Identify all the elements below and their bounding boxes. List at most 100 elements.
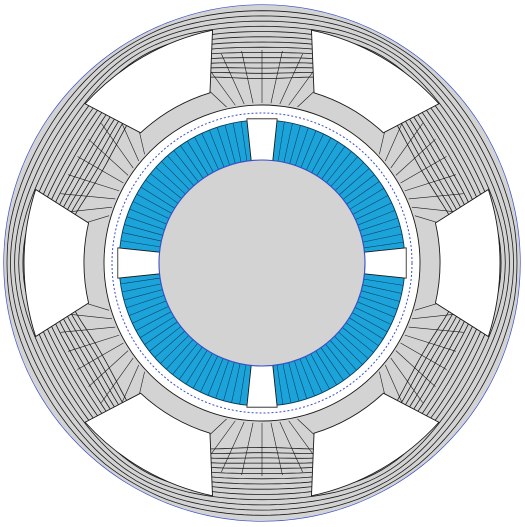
- magnet-flux-line: [231, 363, 241, 403]
- magnet-flux-line: [136, 193, 172, 214]
- tooth-flux-line: [390, 357, 423, 403]
- flux-line: [10, 15, 514, 511]
- flux-line: [14, 20, 510, 506]
- magnet-flux-line: [363, 241, 404, 249]
- magnet-flux-line: [315, 350, 337, 386]
- magnet-flux-line: [299, 358, 315, 397]
- magnet-ring: [117, 118, 407, 408]
- magnet-flux-line: [339, 168, 370, 196]
- magnet-flux-line: [326, 151, 352, 183]
- flux-line: [6, 10, 518, 516]
- magnet-flux-line: [224, 124, 236, 164]
- magnet-flux-line: [361, 290, 400, 302]
- magnet-flux-line: [192, 353, 213, 389]
- stator-slot: [84, 392, 213, 497]
- stator-slot: [23, 188, 90, 338]
- stator-slot: [311, 392, 440, 497]
- magnet-flux-line: [207, 358, 224, 396]
- tooth-flux-line: [404, 174, 456, 192]
- magnet-flux-line: [201, 133, 219, 170]
- tooth-flux-line: [77, 342, 124, 370]
- magnet-flux-line: [352, 312, 388, 333]
- magnet-flux-line: [325, 343, 351, 376]
- magnet-flux-line: [354, 307, 392, 325]
- magnet-flux-line: [362, 233, 403, 243]
- magnet-flux-line: [310, 353, 330, 390]
- magnet-flux-line: [345, 322, 379, 347]
- tooth-flux-line: [395, 350, 436, 387]
- air-gap-band: [111, 112, 413, 414]
- magnet-flux-line: [126, 295, 165, 309]
- tooth-flux-line: [279, 421, 303, 473]
- flux-line: [22, 31, 502, 495]
- magnet-flux-line: [294, 360, 308, 399]
- magnet-flux-line: [334, 336, 363, 365]
- magnet-flux-line: [305, 356, 323, 393]
- tooth-flux-line: [101, 123, 134, 169]
- tooth-flux-line: [270, 422, 283, 476]
- magnet-flux-line: [166, 339, 194, 370]
- magnet-flux-line: [223, 362, 235, 401]
- magnet-flux-line: [338, 331, 369, 359]
- tooth-flux-line: [390, 123, 423, 169]
- magnet-flux-line: [124, 224, 163, 236]
- magnet-flux-line: [321, 146, 346, 180]
- magnet-flux-line: [239, 364, 247, 405]
- magnet-flux-line: [282, 363, 292, 404]
- tooth-flux-line: [400, 156, 447, 184]
- magnet-flux-line: [362, 284, 402, 294]
- rotor-core: [158, 159, 366, 367]
- magnet-flux-line: [349, 188, 385, 210]
- magnet-flux-line: [363, 278, 404, 286]
- magnet-flux-line: [209, 129, 225, 168]
- magnet-flux-line: [161, 161, 190, 190]
- magnet-flux-line: [160, 335, 189, 364]
- tooth-flux-line: [400, 342, 447, 370]
- magnet-flux-line: [180, 145, 204, 179]
- magnet-flux-line: [316, 141, 339, 176]
- magnet-gap: [246, 365, 278, 408]
- magnet-flux-line: [140, 186, 175, 209]
- magnet-flux-line: [240, 121, 248, 162]
- magnet-gap: [246, 118, 278, 161]
- magnet-gap: [364, 247, 407, 279]
- magnet-flux-line: [121, 283, 162, 293]
- tooth-flux-line: [60, 193, 116, 200]
- magnet-flux-line: [139, 316, 175, 338]
- magnet-flux-line: [357, 301, 395, 318]
- tooth-flux-line: [279, 53, 303, 105]
- magnet-flux-line: [359, 217, 398, 231]
- stator-slot: [84, 29, 213, 134]
- magnet-flux-line: [335, 162, 364, 191]
- tooth-flux-line: [241, 422, 254, 476]
- magnet-flux-line: [167, 155, 195, 186]
- magnet-flux-line: [276, 364, 284, 405]
- tooth-flux-line: [88, 350, 129, 387]
- magnet-flux-line: [355, 202, 392, 220]
- flux-line: [18, 25, 506, 501]
- magnet-flux-line: [277, 121, 285, 162]
- magnet-flux-line: [129, 208, 167, 225]
- tooth-flux-line: [408, 326, 464, 333]
- magnet-flux-line: [320, 347, 344, 381]
- magnet-flux-line: [128, 300, 167, 316]
- magnet-flux-line: [120, 240, 161, 248]
- magnet-flux-line: [187, 140, 209, 176]
- magnet-flux-line: [149, 326, 182, 352]
- magnet-flux-line: [178, 346, 203, 380]
- magnet-flux-line: [357, 210, 396, 226]
- magnet-flux-line: [132, 201, 170, 219]
- magnet-flux-line: [122, 232, 162, 242]
- magnet-flux-line: [144, 321, 178, 345]
- magnet-flux-line: [126, 216, 165, 230]
- stator-slots: [23, 29, 501, 497]
- magnet-flux-line: [300, 130, 317, 168]
- magnet-flux-line: [359, 296, 398, 310]
- magnet-flux-line: [288, 362, 300, 402]
- magnet-flux-line: [120, 277, 161, 285]
- magnet-flux-line: [232, 122, 242, 163]
- magnet-flux-line: [215, 360, 229, 399]
- tooth-flux-line: [221, 53, 245, 105]
- magnet-flux-line: [145, 179, 179, 204]
